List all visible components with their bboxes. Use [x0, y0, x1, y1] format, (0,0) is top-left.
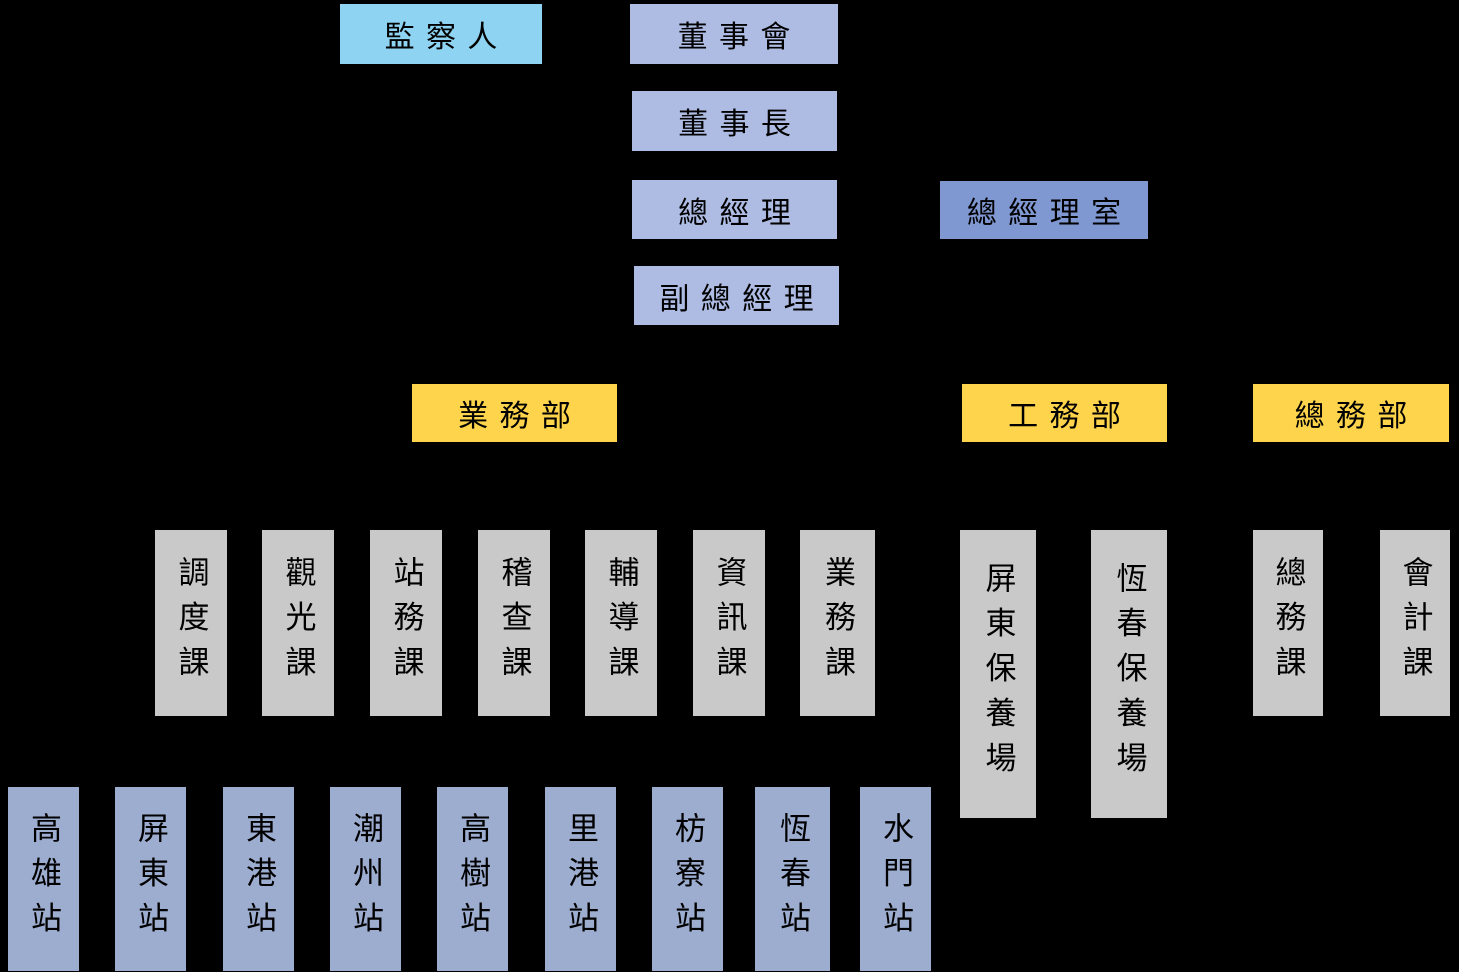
- box-unit-station-affairs: 站務課: [370, 530, 442, 716]
- box-general-manager: 總經理: [632, 180, 837, 239]
- box-station-pingtung: 屏東站: [115, 787, 186, 971]
- box-station-donggang: 東港站: [223, 787, 294, 971]
- box-unit-pingtung-maintenance-yard: 屏東保養場: [960, 530, 1036, 818]
- box-deputy-general-manager: 副總經理: [634, 266, 839, 325]
- box-unit-guidance: 輔導課: [585, 530, 657, 716]
- box-dept-general-affairs: 總務部: [1253, 384, 1449, 442]
- box-chairman: 董事長: [632, 91, 837, 151]
- box-unit-general-affairs: 總務課: [1253, 530, 1323, 716]
- box-station-kaohsiung: 高雄站: [8, 787, 79, 971]
- box-station-fangliao: 枋寮站: [652, 787, 723, 971]
- box-unit-business: 業務課: [800, 530, 875, 716]
- box-station-gaoshu: 高樹站: [437, 787, 508, 971]
- box-unit-accounting: 會計課: [1380, 530, 1450, 716]
- box-board-of-directors: 董事會: [630, 4, 838, 64]
- box-unit-tourism: 觀光課: [262, 530, 334, 716]
- box-dept-business: 業務部: [412, 384, 617, 442]
- box-supervisor: 監察人: [340, 4, 542, 64]
- box-dept-engineering: 工務部: [962, 384, 1167, 442]
- box-station-shuimen: 水門站: [860, 787, 931, 971]
- box-unit-dispatch: 調度課: [155, 530, 227, 716]
- box-unit-inspection: 稽查課: [478, 530, 550, 716]
- box-unit-hengchun-maintenance-yard: 恆春保養場: [1091, 530, 1167, 818]
- box-station-chaozhou: 潮州站: [330, 787, 401, 971]
- box-general-manager-office: 總經理室: [940, 181, 1148, 239]
- box-station-ligang: 里港站: [545, 787, 616, 971]
- box-unit-information: 資訊課: [693, 530, 765, 716]
- box-station-hengchun: 恆春站: [755, 787, 830, 971]
